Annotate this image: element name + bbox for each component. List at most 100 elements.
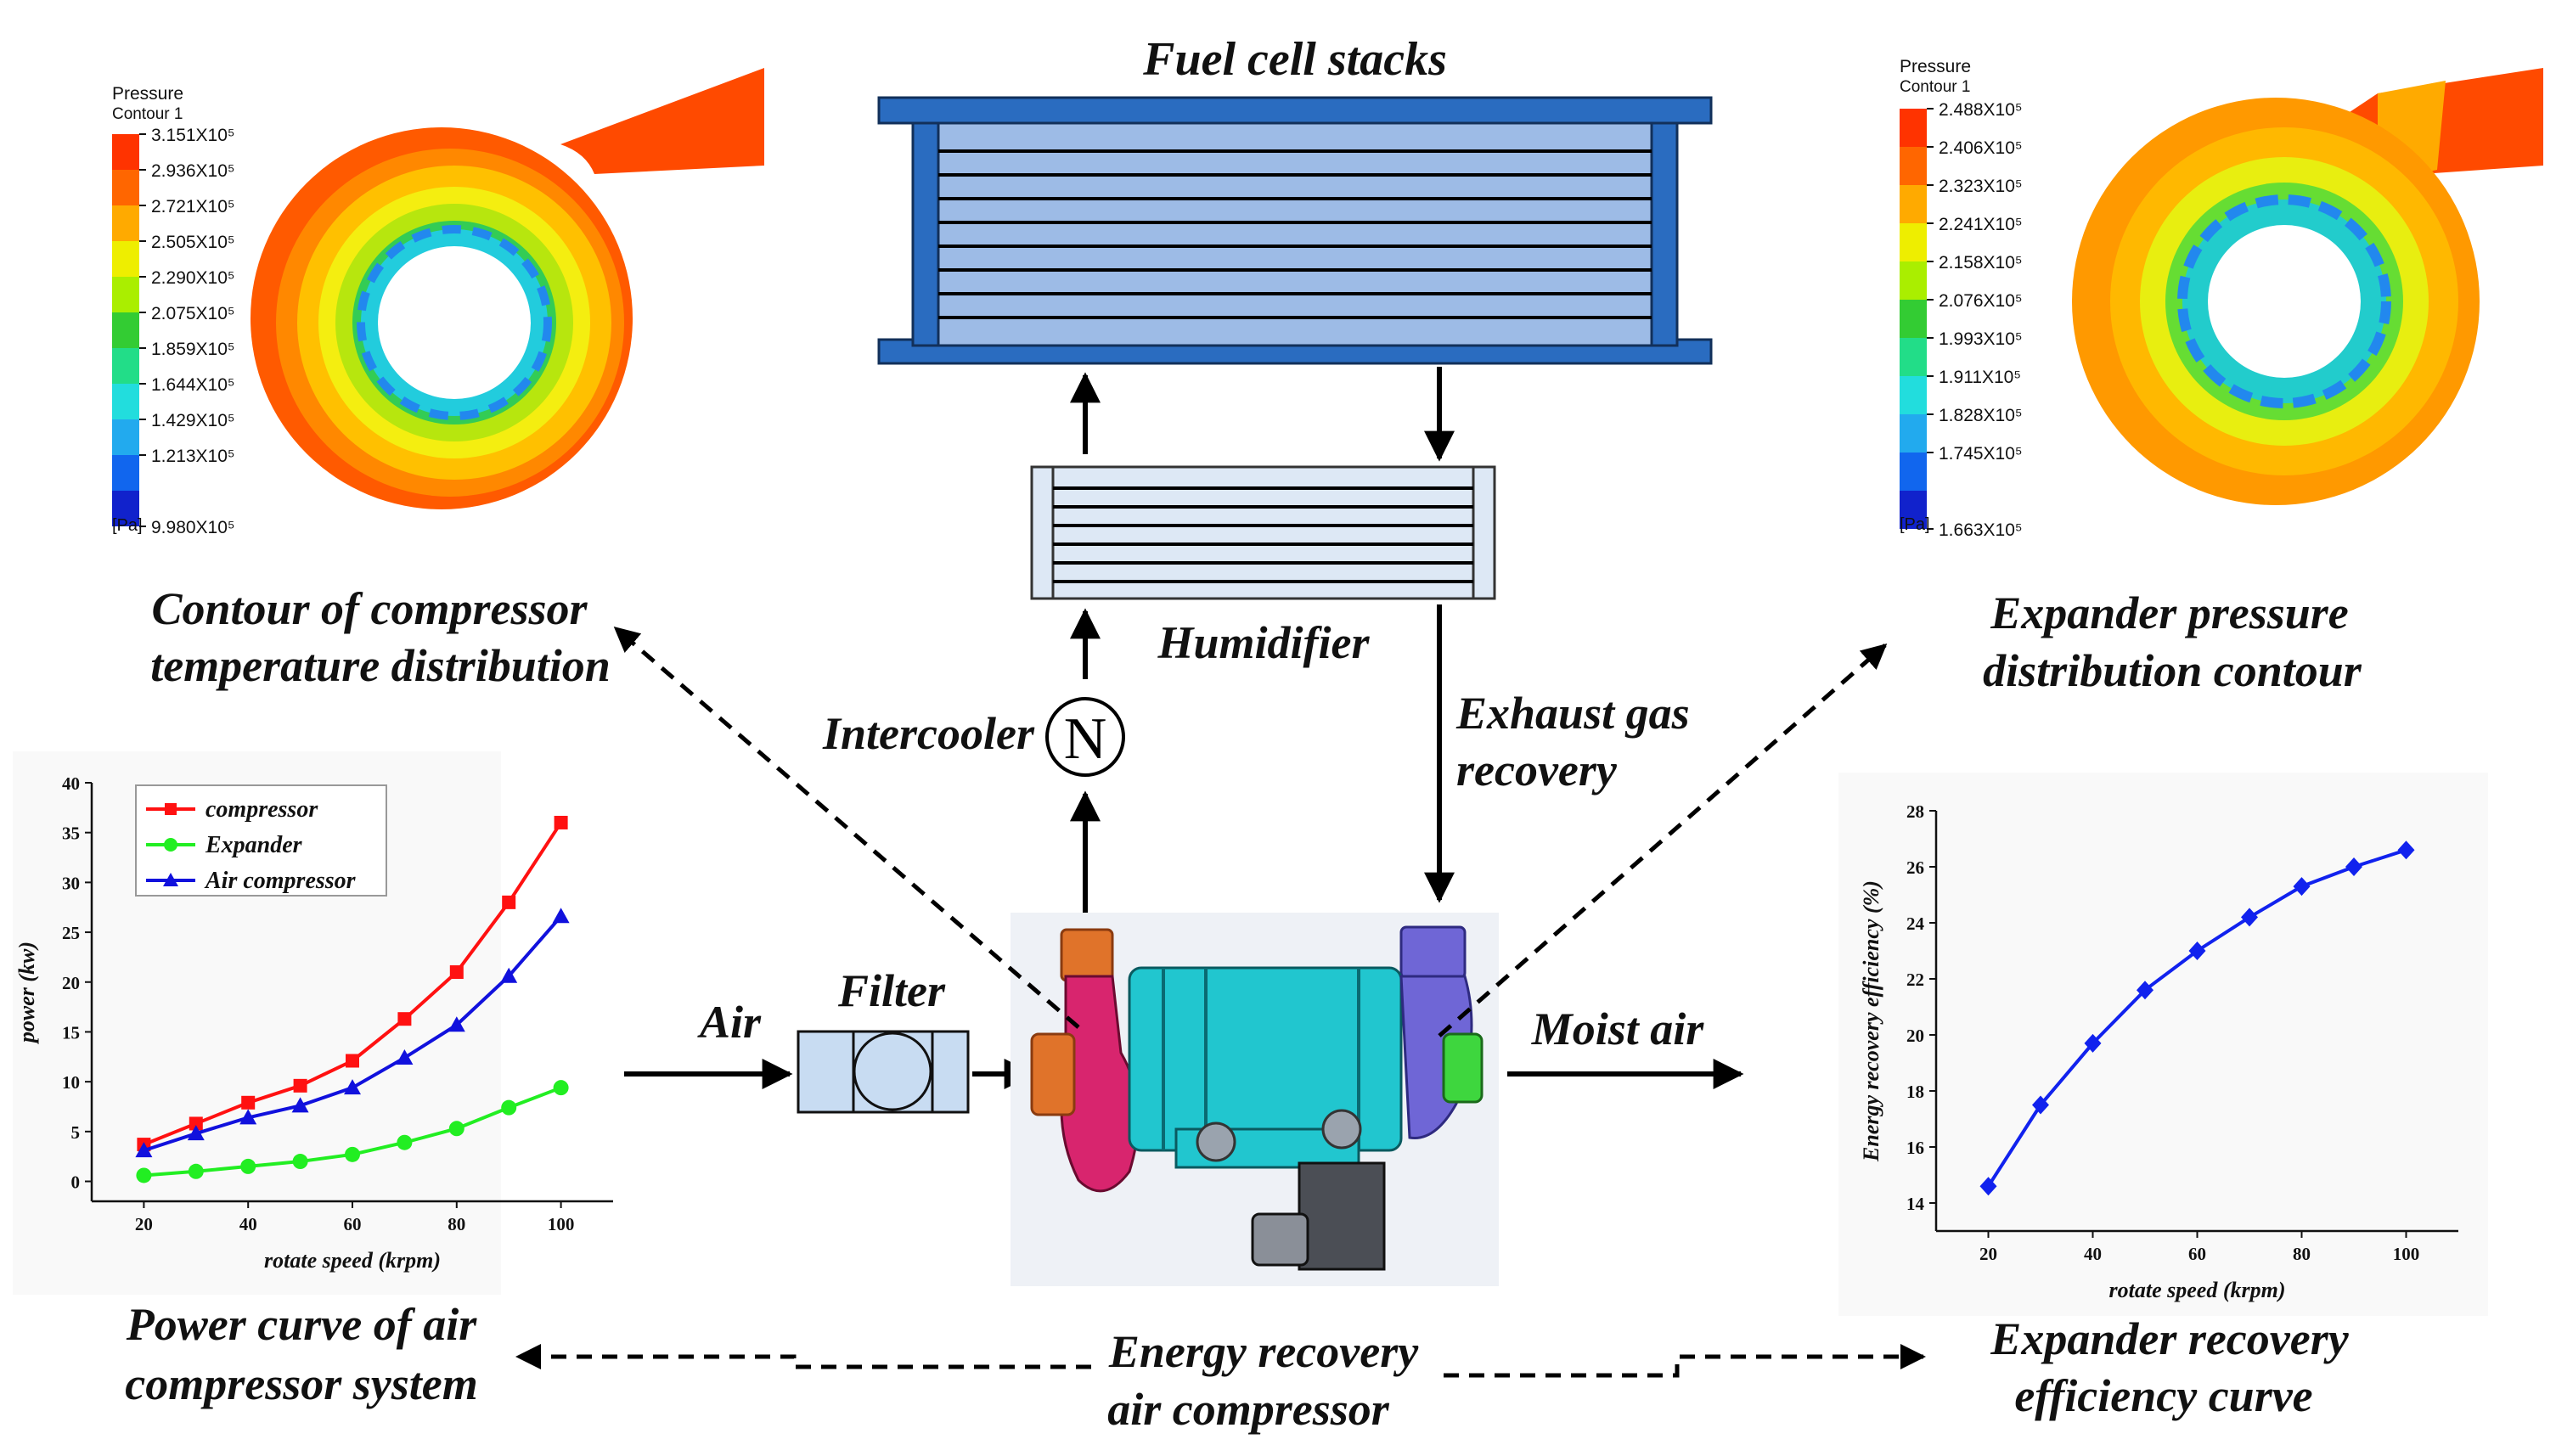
exhaust-label-line1: Exhaust gas (1455, 688, 1690, 739)
data-point (397, 1134, 413, 1150)
data-point (291, 1097, 309, 1113)
compressor_contour-swatch (112, 170, 139, 205)
x-tick-label: 40 (2084, 1244, 2102, 1264)
x-tick-label: 20 (1979, 1244, 1997, 1264)
expander_contour-swatch (1900, 414, 1927, 453)
expander_contour-level-label: 2.158X10⁵ (1939, 253, 2023, 273)
expander_contour-level-label: 1.911X10⁵ (1939, 368, 2021, 387)
y-tick-label: 24 (1906, 914, 1925, 934)
compressor_contour-level-label: 1.859X10⁵ (151, 340, 235, 359)
data-point (345, 1146, 360, 1162)
y-tick-label: 35 (62, 824, 80, 844)
legend-marker (164, 838, 177, 852)
data-point (2032, 1095, 2049, 1115)
y-tick-label: 0 (71, 1172, 81, 1193)
compressor_contour-swatch (112, 455, 139, 491)
legend-label: Expander (205, 832, 303, 858)
compressor_contour-level-label: 9.980X10⁵ (151, 518, 235, 537)
compressor_contour-swatch (112, 241, 139, 277)
data-point (344, 1079, 361, 1095)
intercooler-label: Intercooler (822, 708, 1035, 759)
compressor_contour-level-label: 2.075X10⁵ (151, 304, 235, 323)
data-point (552, 908, 570, 924)
data-point (502, 895, 516, 909)
x-tick-label: 80 (448, 1214, 465, 1234)
y-tick-label: 20 (1906, 1026, 1924, 1046)
y-tick-label: 20 (62, 973, 80, 993)
expander-eff-caption-line2: efficiency curve (2014, 1370, 2312, 1421)
y-tick-label: 14 (1906, 1194, 1925, 1214)
data-point (188, 1163, 204, 1179)
expander_contour-swatch (1900, 109, 1927, 147)
expander_contour-swatch (1900, 147, 1927, 185)
y-tick-label: 26 (1906, 857, 1924, 878)
expander_contour-level-label: 1.745X10⁵ (1939, 444, 2023, 464)
compressor-legend-unit: [Pa] (112, 516, 143, 535)
data-point (187, 1125, 205, 1141)
expander_contour-swatch (1900, 453, 1927, 491)
power-curve-caption-line2: compressor system (125, 1358, 477, 1409)
dashed-arrow-to-expander-contour (1438, 644, 1888, 1037)
y-tick-label: 22 (1906, 970, 1924, 990)
compressor_contour-swatch (112, 419, 139, 455)
data-point (2345, 857, 2362, 876)
data-point (2188, 942, 2206, 960)
compressor_contour-swatch (112, 205, 139, 241)
y-tick-label: 40 (62, 773, 80, 794)
compressor_contour-swatch (112, 312, 139, 348)
data-point (241, 1095, 256, 1110)
data-point (396, 1048, 414, 1065)
data-point (449, 965, 464, 980)
expander_contour-swatch (1900, 185, 1927, 223)
expander-eff-caption-line1: Expander recovery (1990, 1313, 2349, 1364)
compressor-contour-legend: Pressure Contour 1 3.151X10⁵2.936X10⁵2.7… (112, 84, 235, 537)
filter-label: Filter (837, 965, 946, 1016)
data-point (448, 1016, 465, 1032)
x-tick-label: 60 (344, 1214, 362, 1234)
compressor-pressure-contour (251, 68, 764, 509)
chart-legend (135, 784, 387, 897)
compressor_contour-level-label: 3.151X10⁵ (151, 126, 235, 145)
expander-contour-caption-line2: distribution contour (1983, 645, 2362, 696)
data-point (136, 1167, 152, 1183)
expander_contour-swatch (1900, 491, 1927, 529)
x-tick-label: 80 (2293, 1244, 2311, 1264)
compressor-legend-title-2: Contour 1 (112, 105, 183, 123)
y-tick-label: 16 (1906, 1138, 1924, 1158)
expander_contour-swatch (1900, 338, 1927, 376)
compressor_contour-swatch (112, 277, 139, 312)
expander_contour-level-label: 2.488X10⁵ (1939, 100, 2023, 120)
expander-contour-caption-line1: Expander pressure (1990, 587, 2349, 638)
air-label: Air (697, 997, 762, 1048)
expander_contour-swatch (1900, 300, 1927, 338)
y-axis-label: Energy recovery efficiency (%) (1859, 880, 1883, 1162)
expander_contour-level-label: 1.663X10⁵ (1939, 520, 2023, 540)
expander-legend-title-2: Contour 1 (1900, 78, 1970, 96)
data-point (240, 1158, 256, 1174)
compressor_contour-level-label: 2.290X10⁵ (151, 268, 235, 288)
expander_contour-swatch (1900, 376, 1927, 414)
compressor_contour-level-label: 1.213X10⁵ (151, 447, 235, 466)
data-point (397, 1012, 412, 1026)
y-tick-label: 5 (71, 1122, 81, 1143)
data-point (553, 1080, 569, 1096)
compressor-legend-title-1: Pressure (112, 84, 183, 104)
expander-pressure-contour (2072, 68, 2543, 505)
data-point (239, 1109, 257, 1125)
data-point (2241, 908, 2258, 927)
filter-symbol (797, 1030, 970, 1114)
compressor_contour-swatch (112, 134, 139, 170)
data-point (2137, 981, 2153, 1000)
compressor_contour-swatch (112, 491, 139, 526)
data-point (1979, 1177, 1997, 1196)
data-point (500, 967, 518, 983)
data-point (189, 1116, 203, 1131)
expander_contour-level-label: 1.828X10⁵ (1939, 406, 2023, 425)
data-point (135, 1142, 153, 1158)
data-point (554, 815, 568, 829)
legend-marker (165, 803, 177, 815)
x-tick-label: 100 (548, 1214, 575, 1234)
y-tick-label: 28 (1906, 801, 1924, 822)
